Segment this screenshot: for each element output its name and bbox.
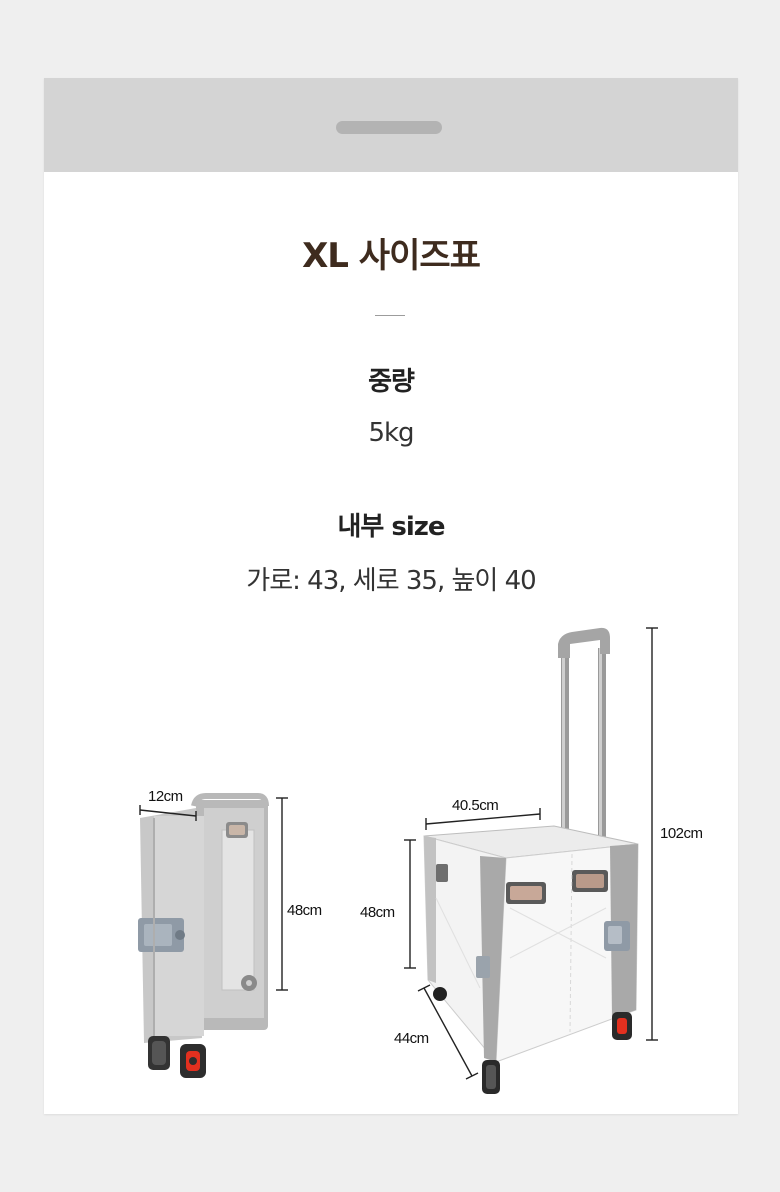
size-chart-card: XL 사이즈표 중량 5kg 내부 size 가로: 43, 세로 35, 높이…: [44, 78, 738, 1114]
folded-cart-image: [138, 793, 269, 1078]
title-divider: [375, 315, 405, 316]
total-height-label: 102cm: [660, 825, 703, 842]
card-header-bar: [44, 78, 738, 172]
box-depth-label: 44cm: [394, 1030, 429, 1047]
weight-label: 중량: [368, 367, 415, 397]
box-depth-line: [423, 987, 473, 1077]
inner-size-label: 내부 size: [337, 512, 445, 542]
folded-height-label: 48cm: [287, 902, 322, 919]
product-dimension-figure: 12cm 48cm: [138, 627, 703, 1094]
folded-depth-line: [139, 809, 197, 817]
inner-size-value: 가로: 43, 세로 35, 높이 40: [246, 566, 536, 596]
weight-value: 5kg: [368, 418, 414, 448]
box-height-label: 48cm: [360, 904, 395, 921]
header-handle: [336, 121, 442, 134]
top-width-label: 40.5cm: [452, 797, 498, 814]
top-width-line: [425, 813, 541, 825]
open-cart-image: [423, 627, 639, 1094]
page-title: XL 사이즈표: [302, 236, 481, 276]
folded-depth-label: 12cm: [148, 788, 183, 805]
